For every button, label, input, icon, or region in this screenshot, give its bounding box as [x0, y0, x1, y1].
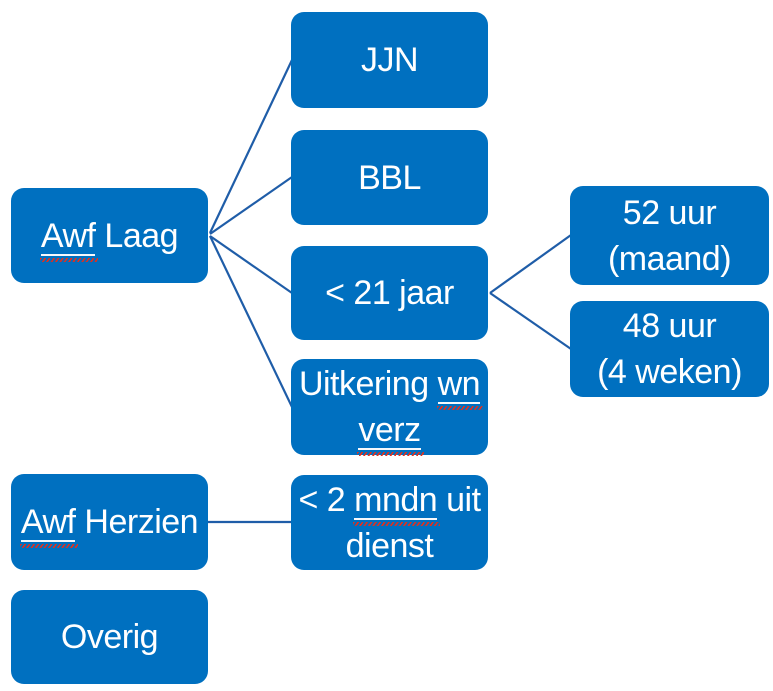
connector-awf-laag-jjn [209, 59, 293, 234]
node-52-uur-label-line2: (maand) [607, 239, 732, 278]
node-lt-2-mndn-uit-dienst[interactable]: < 2 mndn uit dienst [291, 475, 488, 570]
node-lt-21-jaar-label: < 21 jaar [325, 274, 454, 312]
node-48-uur-label-line2: (4 weken) [597, 353, 742, 391]
node-jjn-label: JJN [360, 41, 419, 79]
node-awf-herzien-label: Awf Herzien [19, 499, 199, 548]
misspelled-word: verz [357, 407, 424, 456]
node-awf-laag[interactable]: Awf Laag [11, 188, 208, 283]
node-jjn[interactable]: JJN [291, 12, 488, 108]
node-awf-herzien[interactable]: Awf Herzien [11, 474, 208, 570]
node-lt-2-mndn-label-line1: < 2 mndn uit [298, 477, 481, 526]
node-bbl[interactable]: BBL [291, 130, 488, 225]
misspelled-word: wn [436, 361, 484, 410]
connector-lt-21-jaar-52-uur [489, 234, 572, 294]
node-overig[interactable]: Overig [11, 590, 208, 684]
connector-awf-laag-uitkering-wn-verz [209, 235, 293, 408]
connector-lt-21-jaar-48-uur [489, 292, 572, 350]
node-52-uur-maand[interactable]: 52 uur (maand) [570, 186, 769, 285]
node-uitkering-wn-verz[interactable]: Uitkering wn verz [291, 359, 488, 456]
connector-awf-laag-lt-21-jaar [209, 235, 293, 294]
node-bbl-label: BBL [358, 158, 421, 197]
node-lt-21-jaar[interactable]: < 21 jaar [291, 246, 488, 340]
node-48-uur-4-weken[interactable]: 48 uur (4 weken) [570, 301, 769, 397]
node-uitkering-wn-verz-label-line2: verz [357, 407, 424, 456]
node-uitkering-wn-verz-label-line1: Uitkering wn [299, 361, 484, 410]
node-overig-label: Overig [60, 618, 159, 656]
node-52-uur-label-line1: 52 uur [622, 193, 717, 232]
misspelled-word: Awf [39, 213, 99, 262]
connector-awf-laag-bbl [209, 176, 293, 235]
node-48-uur-label-line1: 48 uur [622, 307, 717, 345]
misspelled-word: mndn [353, 477, 441, 526]
node-awf-laag-label: Awf Laag [39, 213, 179, 262]
misspelled-word: Awf [19, 499, 79, 548]
node-lt-2-mndn-label-line2: dienst [345, 526, 434, 565]
